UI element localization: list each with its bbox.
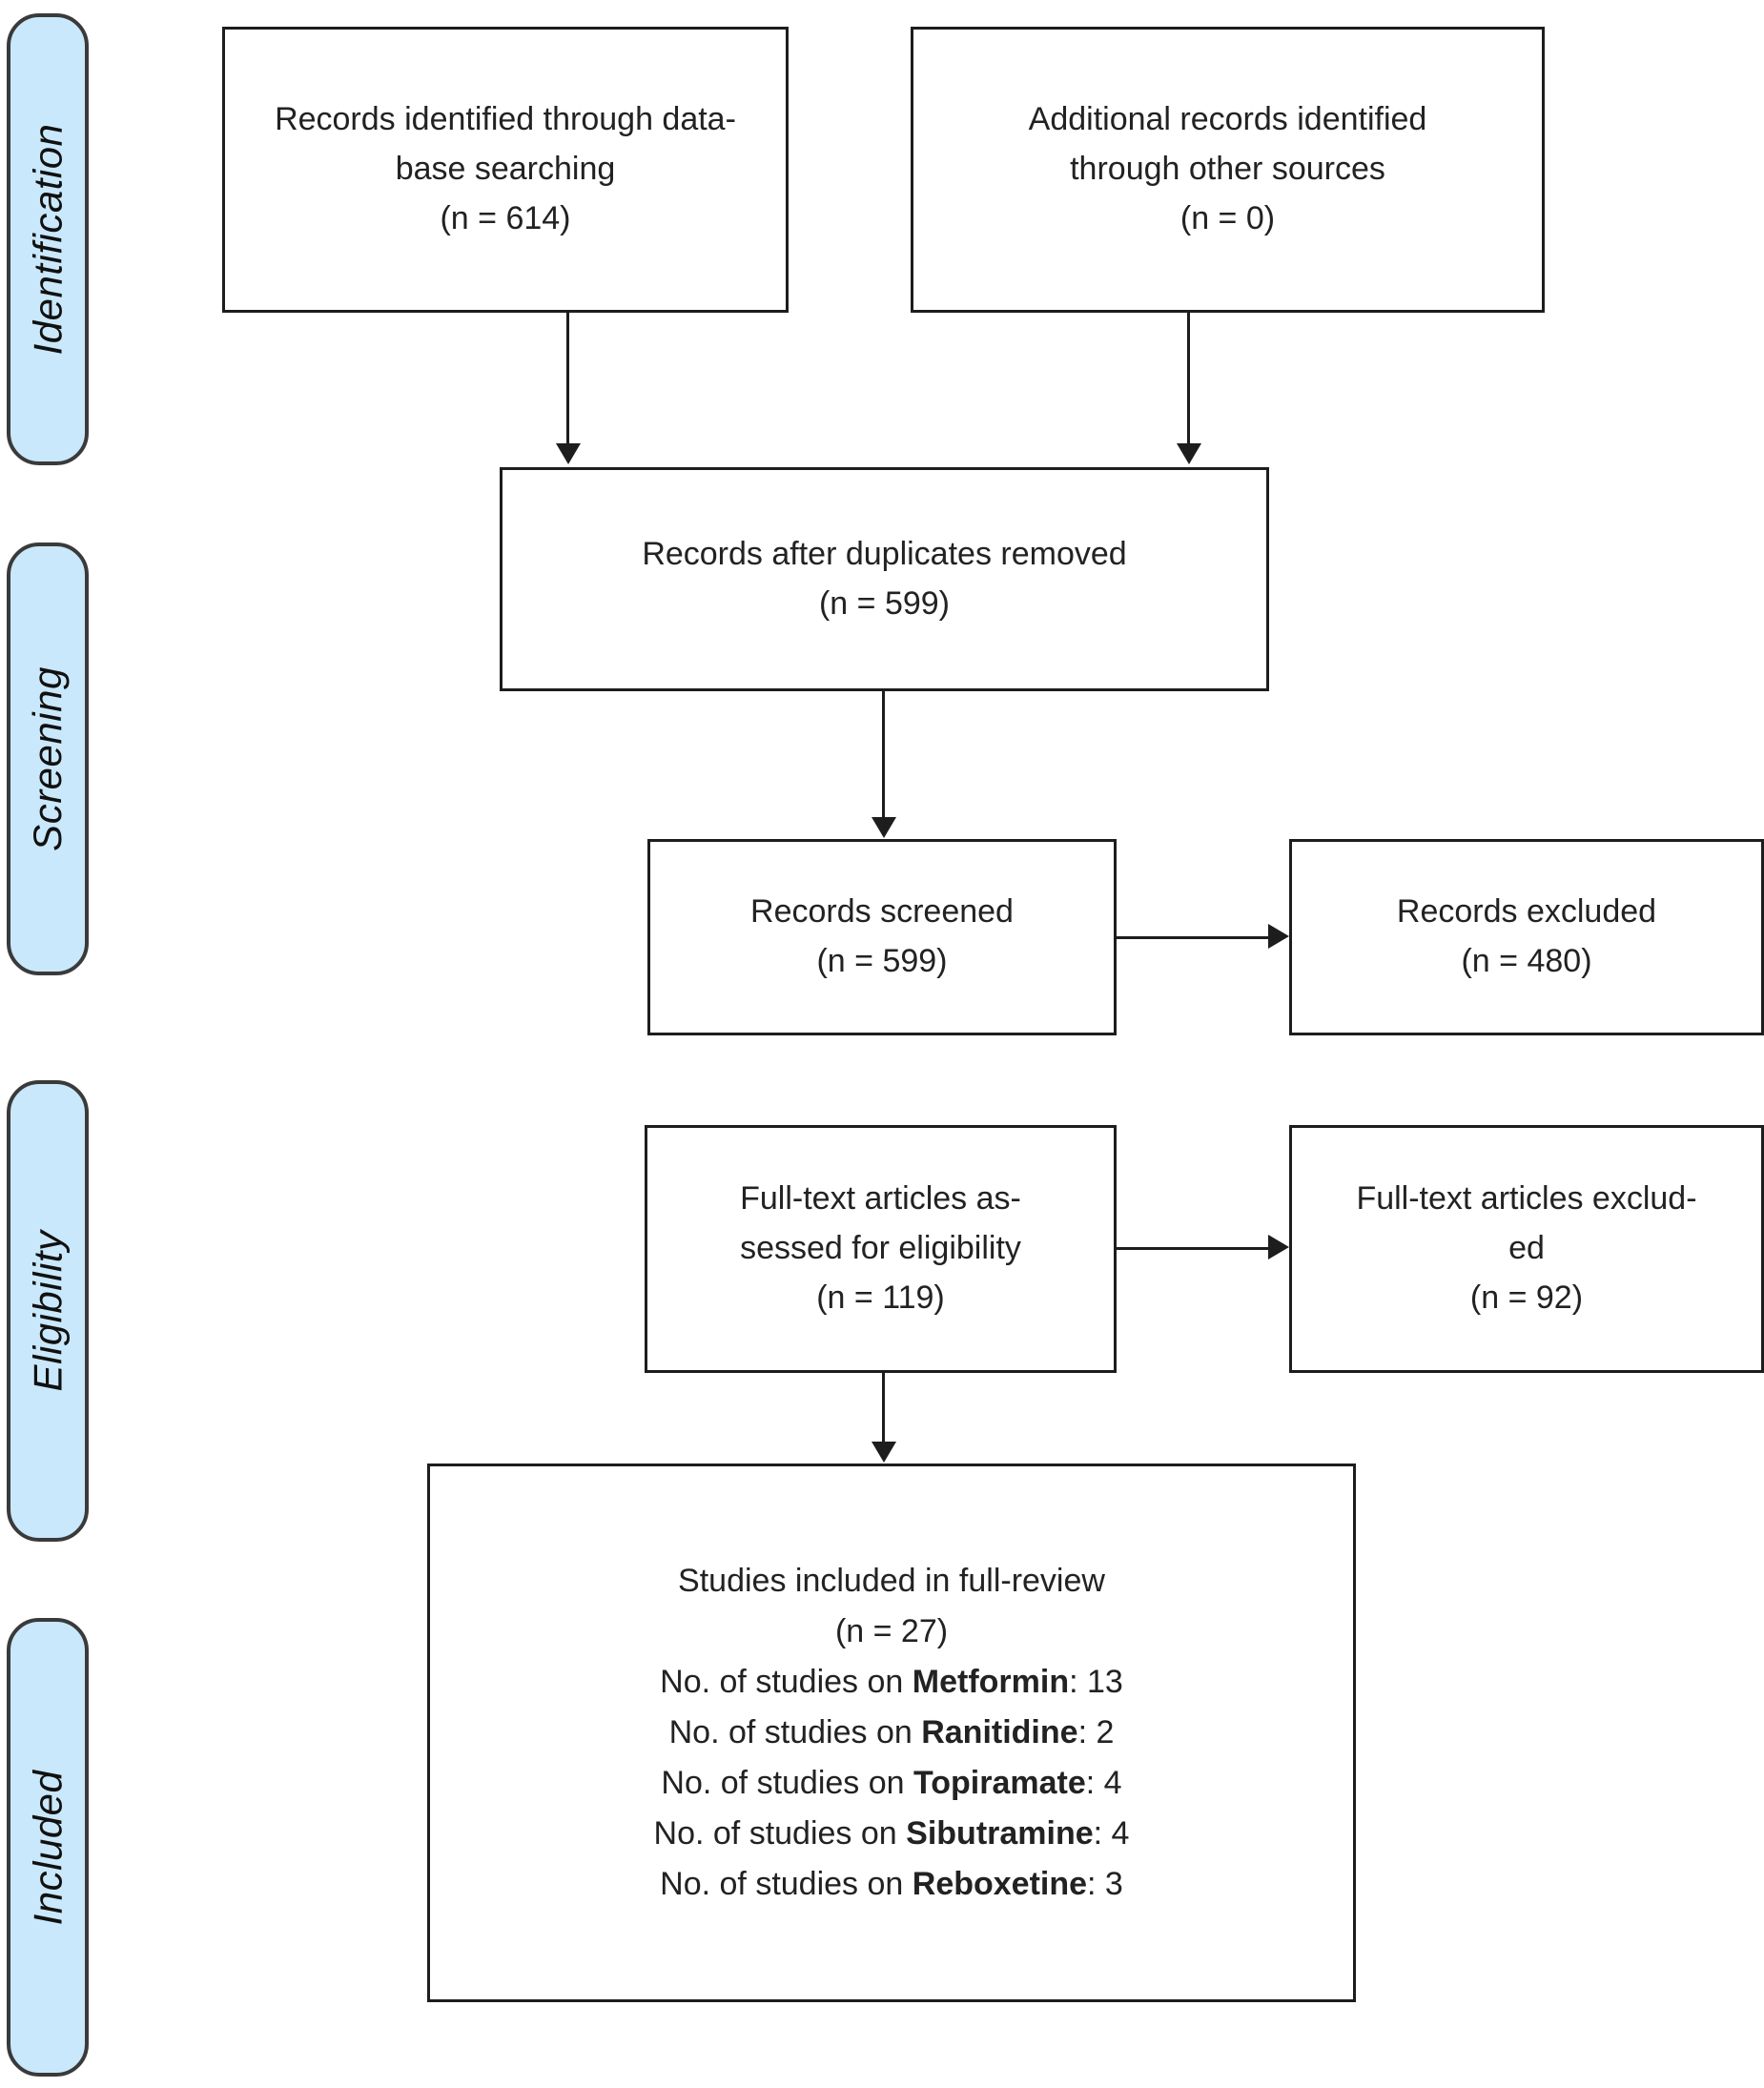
breakdown-prefix-topiramate: No. of studies on <box>661 1765 914 1802</box>
breakdown-prefix-ranitidine: No. of studies on <box>668 1713 922 1750</box>
box-records-after-duplicates-removed: Records after duplicates removed (n = 59… <box>500 467 1269 691</box>
connector-db-search-to-dedup <box>566 313 569 446</box>
breakdown-drug-topiramate: Topiramate <box>913 1765 1086 1802</box>
arrowhead-dedup-to-screened <box>872 817 896 838</box>
stage-label-included: Included <box>25 1770 71 1925</box>
box-records-screened: Records screened (n = 599) <box>647 839 1117 1035</box>
box-records-excluded-text: Records excluded (n = 480) <box>1396 893 1657 979</box>
arrowhead-fulltext-to-fulltext-excluded <box>1268 1235 1289 1259</box>
box-fulltext-excluded: Full-text articles exclud- ed (n = 92) <box>1289 1125 1764 1373</box>
breakdown-prefix-sibutramine: No. of studies on <box>653 1815 907 1853</box>
stage-band-identification: Identification <box>7 13 89 465</box>
box-fulltext-assessed: Full-text articles as- sessed for eligib… <box>645 1125 1117 1373</box>
box-fulltext-excluded-text: Full-text articles exclud- ed (n = 92) <box>1356 1180 1697 1316</box>
studies-included-count: (n = 27) <box>834 1612 949 1649</box>
breakdown-suffix-metformin: : 13 <box>1069 1663 1123 1700</box>
box-records-identified-database: Records identified through data- base se… <box>222 27 789 313</box>
box-studies-included: Studies included in full-review (n = 27)… <box>427 1464 1356 2002</box>
breakdown-drug-ranitidine: Ranitidine <box>921 1713 1078 1750</box>
studies-included-content: Studies included in full-review (n = 27)… <box>654 1556 1130 1910</box>
breakdown-drug-sibutramine: Sibutramine <box>906 1815 1094 1853</box>
breakdown-row-metformin: No. of studies on Metformin: 13 <box>654 1657 1130 1708</box>
breakdown-drug-reboxetine: Reboxetine <box>912 1866 1088 1903</box>
breakdown-row-ranitidine: No. of studies on Ranitidine: 2 <box>654 1708 1130 1758</box>
stage-label-identification: Identification <box>25 123 71 356</box>
arrowhead-db-search-to-dedup <box>556 443 581 464</box>
box-records-excluded: Records excluded (n = 480) <box>1289 839 1764 1035</box>
stage-band-screening: Screening <box>7 542 89 975</box>
box-records-screened-text: Records screened (n = 599) <box>750 893 1014 979</box>
connector-screened-to-excluded <box>1117 936 1269 939</box>
breakdown-prefix-metformin: No. of studies on <box>660 1663 913 1700</box>
connector-other-sources-to-dedup <box>1187 313 1190 446</box>
breakdown-suffix-topiramate: : 4 <box>1085 1765 1122 1802</box>
stage-label-eligibility: Eligibility <box>25 1230 71 1392</box>
breakdown-suffix-reboxetine: : 3 <box>1087 1866 1123 1903</box>
connector-fulltext-to-included <box>882 1373 885 1444</box>
arrowhead-screened-to-excluded <box>1268 924 1289 949</box>
breakdown-drug-metformin: Metformin <box>912 1663 1070 1700</box>
breakdown-row-sibutramine: No. of studies on Sibutramine: 4 <box>654 1809 1130 1859</box>
box-records-identified-database-text: Records identified through data- base se… <box>275 101 736 236</box>
box-additional-records-other-sources: Additional records identified through ot… <box>911 27 1545 313</box>
box-additional-records-other-sources-text: Additional records identified through ot… <box>1028 101 1427 236</box>
breakdown-suffix-sibutramine: : 4 <box>1093 1815 1130 1853</box>
box-records-after-duplicates-removed-text: Records after duplicates removed (n = 59… <box>642 535 1127 622</box>
breakdown-prefix-reboxetine: No. of studies on <box>660 1866 913 1903</box>
studies-included-title: Studies included in full-review <box>678 1562 1105 1599</box>
breakdown-suffix-ranitidine: : 2 <box>1077 1713 1115 1750</box>
breakdown-row-reboxetine: No. of studies on Reboxetine: 3 <box>654 1859 1130 1910</box>
stage-label-screening: Screening <box>25 666 70 851</box>
breakdown-row-topiramate: No. of studies on Topiramate: 4 <box>654 1758 1130 1809</box>
connector-dedup-to-screened <box>882 691 885 820</box>
box-fulltext-assessed-text: Full-text articles as- sessed for eligib… <box>740 1180 1021 1316</box>
arrowhead-other-sources-to-dedup <box>1177 443 1201 464</box>
stage-band-included: Included <box>7 1618 89 2077</box>
connector-fulltext-to-fulltext-excluded <box>1117 1247 1269 1250</box>
stage-band-eligibility: Eligibility <box>7 1080 89 1542</box>
arrowhead-fulltext-to-included <box>872 1442 896 1463</box>
